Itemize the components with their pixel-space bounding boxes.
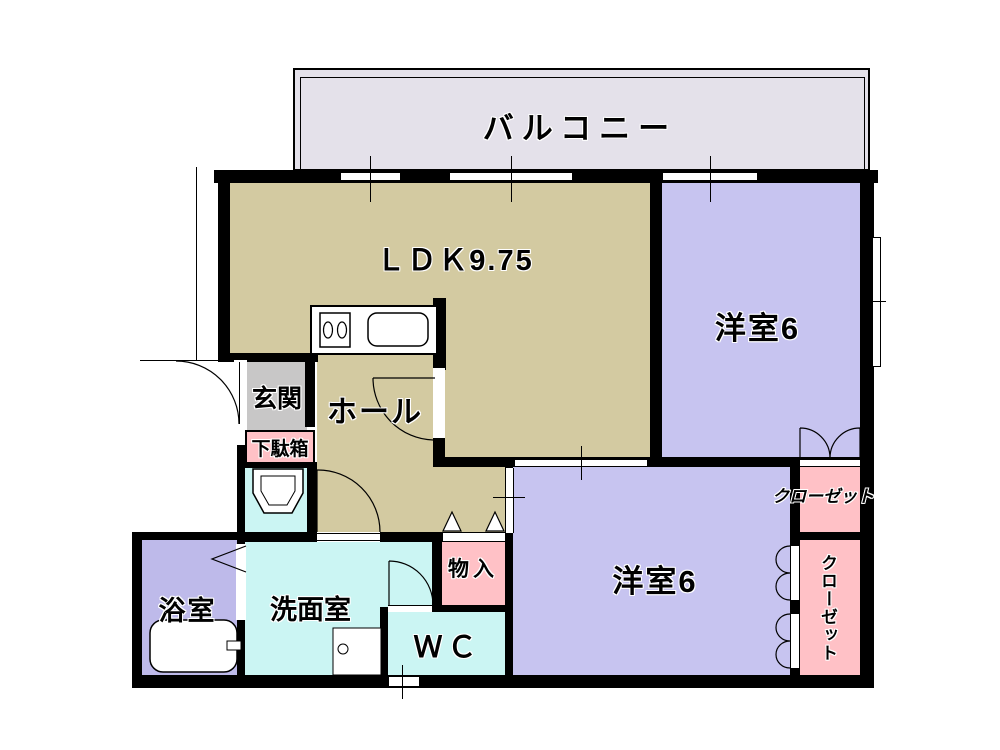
sliding-door-sill-alcove-bedroom — [505, 468, 514, 533]
wall-washroom-wc — [380, 607, 388, 675]
wall-closet-upper-left — [790, 467, 800, 532]
wc-sill-tick — [402, 665, 403, 699]
closet-upper-door-sill — [800, 459, 860, 467]
wall-left-upper — [218, 170, 230, 362]
window-tick-1 — [370, 156, 371, 202]
closet-lower-label: クローゼット — [818, 554, 837, 662]
wall-bedroom-upper-left — [650, 183, 662, 457]
bath-door-opening — [236, 544, 246, 620]
wall-closet-stub-1 — [790, 540, 800, 546]
bedroom-lower-label: 洋室6 — [612, 564, 698, 599]
closet-upper-floor — [800, 467, 860, 532]
wall-kitchen-stub — [433, 298, 446, 370]
wall-corridor-left — [237, 462, 245, 542]
wall-bath-left — [132, 532, 142, 688]
balcony-area — [293, 68, 870, 171]
storage-label: 物入 — [448, 558, 498, 581]
wall-corner-block — [218, 353, 248, 362]
wall-hall-bottom-left — [237, 532, 317, 542]
hall-alcove-floor — [433, 467, 505, 532]
entrance-floor — [247, 362, 307, 430]
window-tick-2 — [511, 156, 512, 202]
wall-storage-bottom — [432, 605, 505, 612]
bedroom-upper-floor — [662, 183, 860, 457]
closet-bifold-sill-1 — [790, 546, 800, 600]
wall-hall-bottom-right — [380, 532, 443, 542]
ldk-floor-lower — [443, 362, 650, 457]
shoe-cabinet-label: 下駄箱 — [251, 439, 309, 460]
balcony-label: バルコニー — [482, 111, 678, 146]
wall-bottom — [132, 675, 874, 688]
wall-closet-stub-2 — [790, 600, 800, 614]
closet-upper-label: クローゼット — [771, 487, 878, 506]
bedroom-upper-label: 洋室6 — [714, 311, 801, 346]
entrance-label: 玄関 — [251, 385, 302, 413]
washroom-door-sill — [317, 533, 380, 541]
closet-bifold-sill-2 — [790, 614, 800, 668]
boundary-line-vertical — [196, 167, 197, 360]
balcony-inner-line — [300, 77, 865, 171]
wall-closet-stub-3 — [790, 668, 800, 675]
storage-floor — [442, 542, 505, 605]
wall-below-shoe-cabinet — [237, 462, 317, 468]
washroom-label: 洗面室 — [270, 595, 351, 625]
right-window-tick — [862, 301, 886, 302]
wall-bedroom-lower-left — [505, 457, 513, 675]
boundary-line-horizontal — [140, 360, 218, 361]
storage-door-sill — [443, 532, 505, 542]
wall-bath-top — [132, 532, 245, 540]
washroom-corridor-floor — [245, 468, 307, 542]
window-sill-right-outer — [872, 237, 881, 367]
window-tick-3 — [710, 156, 711, 202]
wc-label: ＷＣ — [413, 632, 482, 664]
wall-closet-divider — [790, 532, 862, 540]
wc-door-sill — [388, 605, 432, 612]
wall-entrance-hall — [305, 362, 315, 427]
wc-floor — [388, 612, 505, 675]
sliding-door-tick — [581, 446, 582, 480]
wall-right — [860, 170, 874, 688]
wall-bedrooms-horizontal — [433, 457, 874, 467]
wall-corridor-right — [307, 462, 317, 542]
alcove-door-tick — [493, 497, 525, 498]
wc-bottom-sill — [388, 676, 420, 687]
wall-storage-left — [432, 542, 442, 605]
shoe-cabinet-box — [245, 430, 315, 464]
wall-entrance-top — [237, 353, 318, 362]
hall-ldk-door-opening — [433, 368, 445, 438]
ldk-label: ＬＤＫ9.75 — [376, 245, 534, 277]
closet-lower-floor — [800, 540, 860, 675]
